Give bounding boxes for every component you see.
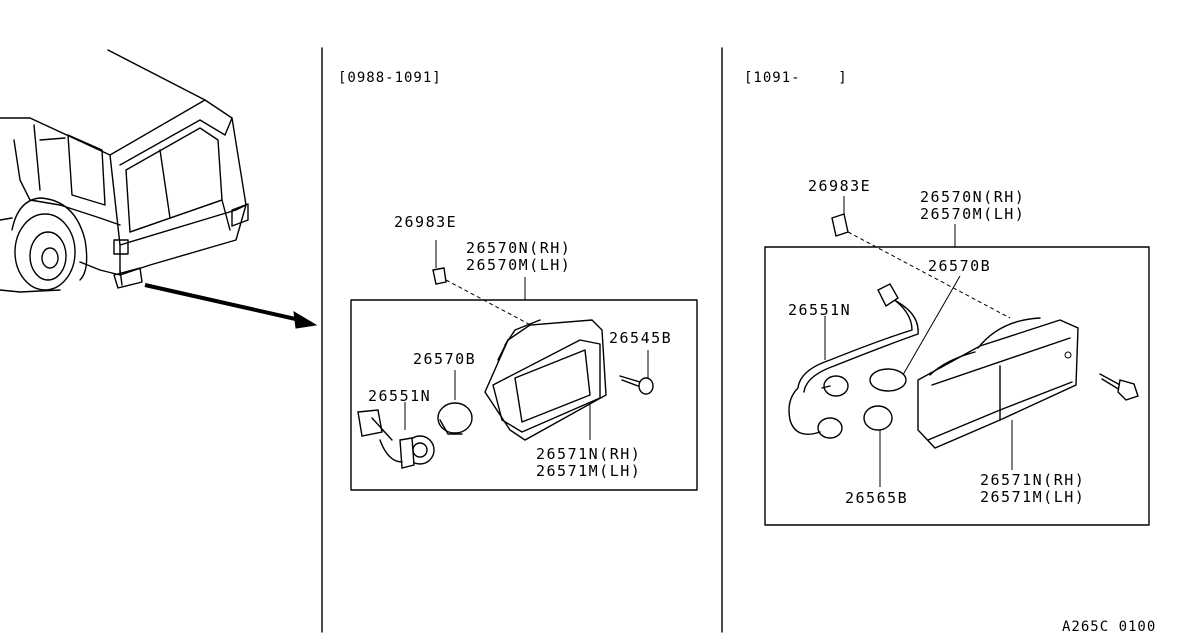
left-part-26570N: 26570N(RH) — [466, 239, 572, 257]
right-part-26570M: 26570M(LH) — [920, 205, 1026, 223]
right-part-26570N: 26570N(RH) — [920, 188, 1026, 206]
right-part-26571M: 26571M(LH) — [980, 488, 1086, 506]
right-part-26983E: 26983E — [808, 177, 872, 195]
left-part-26571M: 26571M(LH) — [536, 462, 642, 480]
figure-code: A265C 0100 — [1062, 619, 1157, 635]
left-group-box — [350, 299, 698, 491]
left-part-26983E: 26983E — [394, 213, 458, 231]
pointer-arrow — [144, 283, 318, 329]
left-assembly — [350, 240, 698, 491]
vehicle-illustration — [0, 49, 249, 293]
right-part-26571N: 26571N(RH) — [980, 471, 1086, 489]
right-date-range: [1091- ] — [744, 70, 848, 86]
left-part-26551N: 26551N — [368, 387, 432, 405]
left-part-26571N: 26571N(RH) — [536, 445, 642, 463]
left-part-26545B: 26545B — [609, 329, 673, 347]
right-assembly — [764, 196, 1150, 526]
left-date-range: [0988-1091] — [338, 70, 442, 86]
right-part-26570B: 26570B — [928, 257, 992, 275]
right-part-26551N: 26551N — [788, 301, 852, 319]
left-part-26570B: 26570B — [413, 350, 477, 368]
right-group-box — [764, 246, 1150, 526]
right-part-26565B: 26565B — [845, 489, 909, 507]
left-part-26570M: 26570M(LH) — [466, 256, 572, 274]
